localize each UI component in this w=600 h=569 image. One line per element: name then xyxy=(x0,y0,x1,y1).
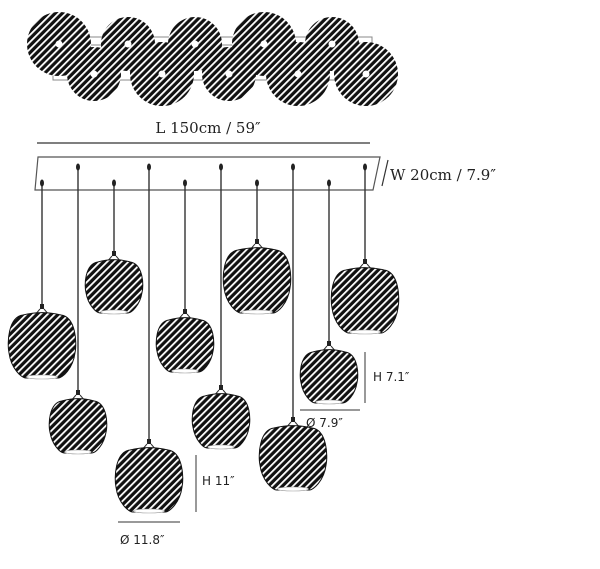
shade-cap xyxy=(112,251,116,256)
shade-cap xyxy=(147,439,151,444)
ceiling-mount xyxy=(219,163,223,171)
pendants xyxy=(7,163,400,514)
top-view-socket xyxy=(55,40,63,48)
top-view-socket xyxy=(362,70,370,78)
pendant xyxy=(114,163,184,514)
small-height-label: H 7.1″ xyxy=(373,370,410,384)
shade-opening xyxy=(241,309,273,315)
pendant xyxy=(48,163,108,455)
ceiling-mount xyxy=(255,179,259,187)
shade-cap xyxy=(327,341,331,346)
width-label: W 20cm / 7.9″ xyxy=(390,166,496,184)
top-view xyxy=(27,12,398,106)
glass-shade xyxy=(7,312,77,379)
shade-cap xyxy=(291,417,295,422)
pendant xyxy=(222,179,292,315)
pendant xyxy=(7,179,77,380)
length-dimension: L 150cm / 59″ xyxy=(37,119,370,144)
top-view-socket xyxy=(294,70,302,78)
large-shade-dimensions: H 11″ Ø 11.8″ xyxy=(118,455,235,547)
ceiling-mount xyxy=(183,179,187,187)
top-view-socket xyxy=(225,70,233,78)
shade-opening xyxy=(100,309,128,315)
shade-cap xyxy=(255,239,259,244)
small-shade-dimensions: H 7.1″ Ø 7.9″ xyxy=(300,352,410,430)
glass-shade xyxy=(48,398,108,454)
top-view-socket xyxy=(328,40,336,48)
top-view-socket xyxy=(124,40,132,48)
shade-opening xyxy=(315,399,343,405)
length-label: L 150cm / 59″ xyxy=(155,119,261,137)
large-height-label: H 11″ xyxy=(202,474,235,488)
glass-shade xyxy=(258,425,328,491)
glass-shade xyxy=(84,259,144,314)
width-dimension: W 20cm / 7.9″ xyxy=(381,159,496,187)
top-view-socket xyxy=(260,40,268,48)
ceiling-mount xyxy=(40,179,44,187)
shade-cap xyxy=(363,259,367,264)
shade-opening xyxy=(171,368,199,374)
shade-opening xyxy=(26,374,58,380)
pendant xyxy=(258,163,328,492)
ceiling-mount xyxy=(327,179,331,187)
large-diameter-label: Ø 11.8″ xyxy=(120,533,165,547)
shade-opening xyxy=(64,449,92,455)
ceiling-mount xyxy=(291,163,295,171)
glass-shade xyxy=(155,317,215,373)
pendant xyxy=(155,179,215,374)
shade-cap xyxy=(183,309,187,314)
ceiling-mount xyxy=(363,163,367,171)
pendant xyxy=(84,179,144,315)
glass-shade xyxy=(191,393,251,449)
glass-shade xyxy=(330,267,400,334)
glass-shade xyxy=(299,349,359,404)
canopy-outline xyxy=(34,156,381,191)
shade-cap xyxy=(40,304,44,309)
top-view-socket xyxy=(191,40,199,48)
pendant xyxy=(191,163,251,450)
glass-shade xyxy=(222,247,292,314)
shade-opening xyxy=(277,486,309,492)
top-view-socket xyxy=(158,70,166,78)
ceiling-mount xyxy=(112,179,116,187)
shade-opening xyxy=(349,329,381,335)
shade-opening xyxy=(133,508,165,514)
ceiling-mount xyxy=(76,163,80,171)
canopy xyxy=(34,156,381,191)
glass-shade xyxy=(114,447,184,513)
small-diameter-label: Ø 7.9″ xyxy=(306,416,343,430)
shade-cap xyxy=(219,385,223,390)
width-line xyxy=(381,159,389,187)
pendant xyxy=(299,179,359,405)
ceiling-mount xyxy=(147,163,151,171)
pendant xyxy=(330,163,400,335)
top-view-socket xyxy=(90,70,98,78)
shade-cap xyxy=(76,390,80,395)
shade-opening xyxy=(207,444,235,450)
